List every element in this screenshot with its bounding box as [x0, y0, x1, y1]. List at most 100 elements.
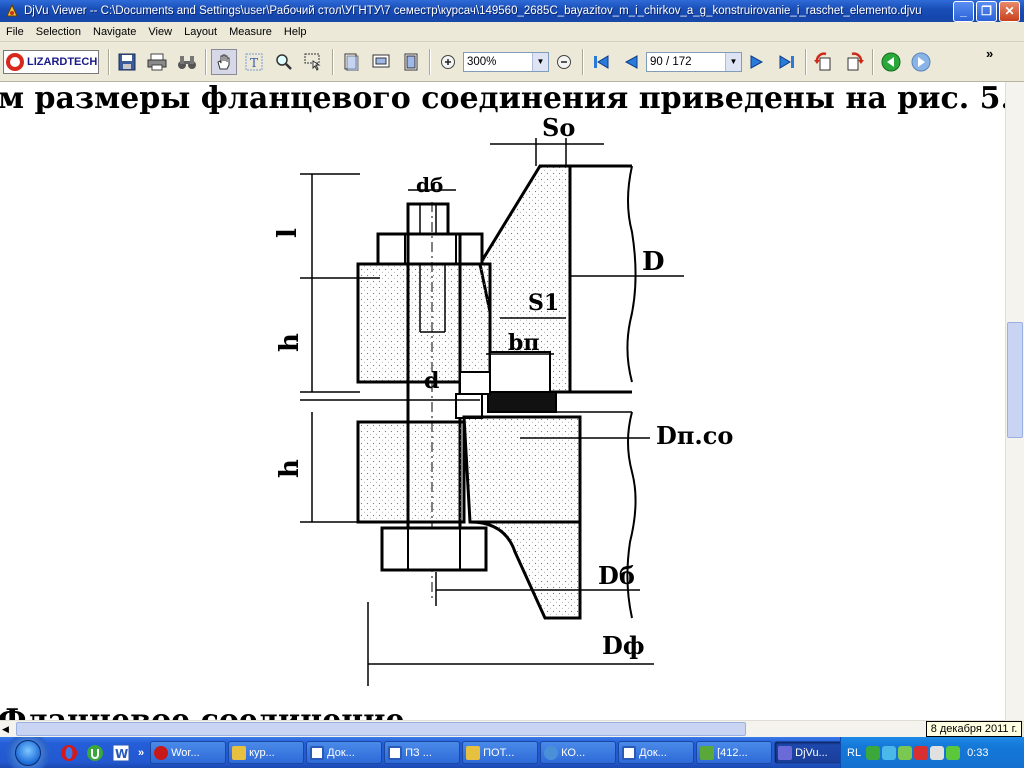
- folder-icon: [232, 745, 247, 760]
- task-button[interactable]: ПЗ ...: [384, 741, 461, 764]
- last-page-button[interactable]: [774, 49, 800, 75]
- task-label: Wor...: [171, 746, 200, 759]
- label-h2: h: [275, 459, 305, 478]
- task-button[interactable]: [412...: [696, 741, 773, 764]
- zoom-combo[interactable]: 300% ▼: [463, 51, 549, 72]
- find-button[interactable]: [174, 49, 200, 75]
- task-label: Док...: [639, 746, 667, 759]
- volume-icon[interactable]: [930, 745, 945, 760]
- app-icon: [544, 745, 559, 760]
- forward-button[interactable]: [908, 49, 934, 75]
- quicklaunch-utorrent[interactable]: [84, 742, 106, 764]
- task-label: [412...: [717, 746, 748, 759]
- print-button[interactable]: [144, 49, 170, 75]
- page-dropdown-arrow-icon[interactable]: ▼: [725, 52, 741, 71]
- task-label: ПОТ...: [483, 746, 515, 759]
- date-tooltip: 8 декабря 2011 г.: [926, 721, 1022, 737]
- fit-page-button[interactable]: [398, 49, 424, 75]
- label-df: Dф: [602, 631, 644, 660]
- hand-icon: [217, 54, 230, 69]
- monitor-icon[interactable]: [946, 745, 961, 760]
- previous-page-button[interactable]: [618, 49, 644, 75]
- zoom-dropdown-arrow-icon[interactable]: ▼: [532, 52, 548, 71]
- next-page-icon: [750, 54, 764, 69]
- flange-drawing: м размеры фланцевого соединения приведен…: [0, 82, 1005, 720]
- toolbar-separator: [582, 48, 583, 75]
- task-button[interactable]: Док...: [306, 741, 383, 764]
- quicklaunch-word[interactable]: W: [110, 742, 132, 764]
- page-combo[interactable]: 90 / 172 ▼: [646, 51, 742, 72]
- taskbar: W » Wor... кур... Док... ПЗ ... ПОТ... К…: [0, 737, 1024, 768]
- label-db: dб: [416, 173, 443, 197]
- back-arrow-icon: [881, 52, 901, 71]
- menu-measure[interactable]: Measure: [229, 25, 272, 38]
- shield-icon[interactable]: [866, 745, 881, 760]
- horizontal-scrollbar[interactable]: ◀ ▶: [0, 720, 1005, 737]
- task-button[interactable]: Док...: [618, 741, 695, 764]
- zoom-rect-button[interactable]: [301, 49, 327, 75]
- language-indicator[interactable]: RL: [847, 746, 862, 759]
- lizardtech-logo[interactable]: LIZARDTECH: [3, 49, 99, 74]
- quicklaunch-overflow-icon[interactable]: »: [138, 746, 145, 759]
- zoom-tool-button[interactable]: [271, 49, 297, 75]
- first-page-button[interactable]: [588, 49, 614, 75]
- menu-file[interactable]: File: [6, 25, 24, 38]
- vertical-scrollbar[interactable]: [1005, 82, 1024, 720]
- task-label: Док...: [327, 746, 355, 759]
- zoom-out-button[interactable]: [551, 49, 577, 75]
- zoom-in-icon: [441, 54, 455, 69]
- close-button[interactable]: ✕: [999, 0, 1020, 22]
- toolbar-separator: [332, 48, 333, 75]
- title-bar[interactable]: DjVu Viewer -- C:\Documents and Settings…: [0, 0, 1024, 22]
- menu-bar: File Selection Navigate View Layout Meas…: [0, 22, 1024, 42]
- task-label: кур...: [249, 746, 275, 759]
- menu-help[interactable]: Help: [283, 25, 307, 38]
- text-select-button[interactable]: T: [241, 49, 267, 75]
- magnifier-icon: [276, 53, 292, 70]
- word-icon: W: [112, 744, 130, 761]
- word-doc-icon: [388, 745, 403, 760]
- horizontal-scroll-thumb[interactable]: [16, 722, 746, 736]
- first-page-icon: [594, 54, 609, 69]
- printer-icon[interactable]: [898, 745, 913, 760]
- rotate-left-button[interactable]: [811, 49, 837, 75]
- clock[interactable]: 0:33: [967, 746, 989, 759]
- page-value: 90 / 172: [650, 55, 692, 68]
- network-icon[interactable]: [882, 745, 897, 760]
- toolbar: LIZARDTECH T 300% ▼: [0, 42, 1024, 82]
- start-button[interactable]: [0, 737, 56, 768]
- maximize-button[interactable]: ❐: [976, 0, 997, 22]
- task-button[interactable]: ПОТ...: [462, 741, 539, 764]
- next-page-button[interactable]: [744, 49, 770, 75]
- back-button[interactable]: [878, 49, 904, 75]
- zoom-in-button[interactable]: [435, 49, 461, 75]
- rotate-right-icon: [847, 51, 864, 70]
- task-button-active[interactable]: DjVu...: [774, 741, 851, 764]
- task-button[interactable]: Wor...: [150, 741, 227, 764]
- menu-navigate[interactable]: Navigate: [93, 25, 137, 38]
- menu-layout[interactable]: Layout: [184, 25, 218, 38]
- toolbar-overflow-button[interactable]: »: [986, 46, 994, 61]
- zoom-rect-icon: [304, 53, 321, 71]
- forward-arrow-icon: [911, 52, 931, 71]
- pan-tool-button[interactable]: [211, 48, 237, 75]
- scroll-left-arrow-icon[interactable]: ◀: [2, 724, 9, 734]
- menu-view[interactable]: View: [148, 25, 173, 38]
- task-button[interactable]: КО...: [540, 741, 617, 764]
- antivirus-icon[interactable]: [914, 745, 929, 760]
- task-button[interactable]: кур...: [228, 741, 305, 764]
- single-page-button[interactable]: [338, 49, 364, 75]
- save-button[interactable]: [114, 49, 140, 75]
- document-view[interactable]: м размеры фланцевого соединения приведен…: [0, 82, 1005, 720]
- fit-width-button[interactable]: [368, 49, 394, 75]
- menu-selection[interactable]: Selection: [35, 25, 81, 38]
- word-doc-icon: [622, 745, 637, 760]
- quicklaunch-opera[interactable]: [58, 742, 80, 764]
- label-l: l: [273, 228, 303, 238]
- task-label: КО...: [561, 746, 586, 759]
- minimize-button[interactable]: _: [953, 0, 974, 22]
- rotate-right-button[interactable]: [841, 49, 867, 75]
- vertical-scroll-thumb[interactable]: [1007, 322, 1023, 438]
- task-app-icon: [154, 745, 169, 760]
- svg-text:T: T: [250, 56, 258, 70]
